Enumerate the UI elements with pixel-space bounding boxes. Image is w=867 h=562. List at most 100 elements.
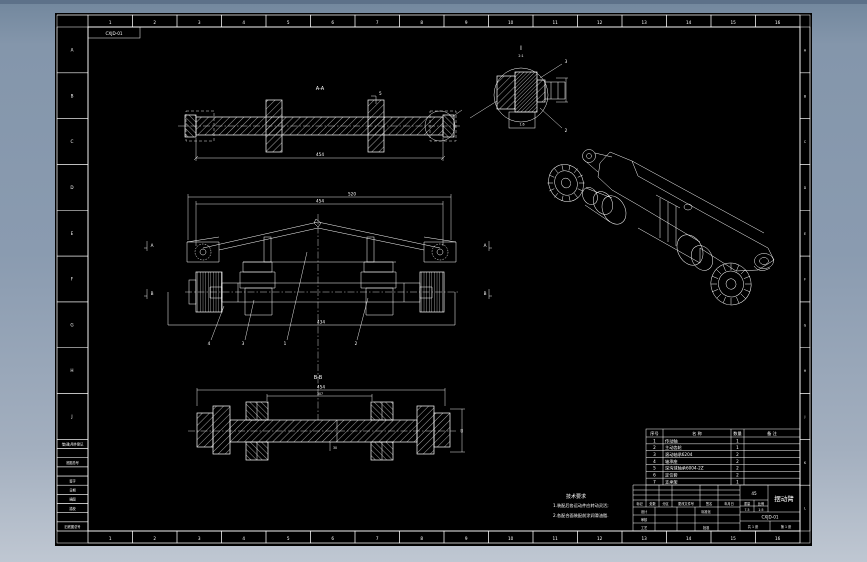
gear-tooth: [554, 193, 559, 198]
grid-col-label: 13: [642, 20, 648, 25]
grid-col-label: 13: [642, 536, 648, 541]
gear-tooth: [711, 289, 719, 293]
notes-title: 技术要求: [566, 493, 586, 500]
gear-tooth: [722, 264, 726, 272]
bom-header: 序号: [650, 430, 658, 437]
grid-col-label: 15: [731, 536, 737, 541]
technical-notes: 技术要求 1.装配后各运动件应转动灵活; 2.各配合面装配前涂润滑油脂.: [553, 493, 609, 519]
grid-row-label: B: [804, 94, 806, 98]
dim-right-b: 40: [460, 429, 464, 433]
view-section-b-b: B-B 454 307 40 30: [188, 375, 465, 461]
grid-col-label: 12: [597, 536, 603, 541]
material-value: 45: [751, 491, 757, 496]
grid-row-label: C: [71, 139, 74, 144]
grid-row-label: A: [71, 48, 74, 53]
aux-label: 借(通)用件登记: [62, 442, 84, 447]
grid-row-label: H: [804, 369, 807, 373]
section-mark-A-left: A: [151, 243, 154, 248]
rev-header: 处数: [649, 501, 656, 506]
gear-tooth: [549, 174, 555, 178]
dim-bottom: 434: [317, 320, 325, 325]
grid-row-label: E: [71, 231, 74, 236]
gear-tooth: [568, 195, 571, 202]
revision-header-row: 标记处数分区更改文件号签名年月日: [636, 485, 734, 507]
part-name: 摆动臂: [774, 494, 794, 503]
bom-cell-name: 定位套: [665, 472, 678, 479]
view-section-a-a: A-A 5 454: [178, 86, 463, 161]
bom-cell-no: 3: [653, 452, 656, 457]
sign-design: 设计: [641, 509, 648, 514]
grid-row-label: B: [71, 93, 74, 98]
balloon-3: 3: [242, 341, 245, 346]
bom-cell-name: 轴承座: [665, 458, 678, 465]
grid-col-label: 10: [508, 20, 514, 25]
bom-cell-name: 传动轴: [665, 437, 678, 444]
notes-line-1: 1.装配后各运动件应转动灵活;: [553, 502, 609, 509]
section-b-label: B-B: [314, 375, 323, 381]
drawing-number: CXJD-01: [761, 515, 778, 520]
rev-header: 签名: [706, 501, 712, 506]
grid-col-label: 14: [686, 20, 692, 25]
gear-tooth: [568, 164, 571, 171]
gear-tooth: [743, 289, 751, 293]
gear-tooth: [573, 168, 578, 173]
grid-col-label: 3: [198, 20, 201, 25]
gear-tooth: [554, 168, 559, 173]
bom-cell-qty: 1: [736, 445, 739, 450]
grid-col-label: 4: [242, 536, 245, 541]
bom-cell-name: 滚动轴承6204: [665, 451, 693, 458]
callout-5: 5: [379, 91, 382, 96]
grid-row-label: K: [804, 461, 807, 465]
section-a-label: A-A: [316, 86, 325, 92]
grid-row-label: L: [804, 507, 806, 511]
bom-cell-qty: 2: [736, 452, 739, 457]
bom-cell-name: 主动齿轮: [665, 444, 683, 451]
bom-cell-no: 4: [653, 459, 656, 464]
bom-header: 备 注: [767, 430, 778, 437]
bom-cell-qty: 2: [736, 466, 739, 471]
title-block: 标记处数分区更改文件号签名年月日 设计 审核 工艺 标准化 批准 45 重量 比…: [632, 484, 800, 532]
aux-label: 底图总号: [66, 460, 79, 465]
gear-tooth: [577, 188, 583, 192]
grid-row-label: H: [70, 368, 73, 373]
gear-tooth: [577, 174, 583, 178]
aux-label: 描图: [69, 497, 75, 502]
detail-balloon-3: 3: [565, 59, 568, 64]
view-detail-i: I 2:1 1.6 3 2: [469, 44, 568, 133]
rev-header: 年月日: [724, 501, 734, 506]
gear-tooth: [561, 195, 564, 202]
bom-cell-qty: 2: [736, 459, 739, 464]
scale-label: 比例: [758, 501, 764, 506]
gear-tooth: [711, 275, 719, 279]
aux-label: 签字: [69, 478, 75, 483]
balloon-2: 2: [355, 341, 358, 346]
rev-header: 分区: [662, 501, 669, 506]
scale-value: 1:5: [758, 508, 763, 512]
grid-row-label: G: [70, 322, 73, 327]
notes-line-2: 2.各配合面装配前涂润滑油脂.: [553, 512, 609, 519]
gear-tooth: [549, 188, 555, 192]
aux-label: 描校: [69, 506, 76, 511]
rev-header: 标记: [636, 501, 643, 506]
grid-row-label: F: [804, 278, 806, 282]
gear-tooth: [736, 264, 740, 272]
dim-inner: 454: [316, 199, 324, 204]
view-front-assembly: 520 454 434 4 3 1 2 A: [144, 192, 492, 420]
grid-col-label: 7: [376, 20, 379, 25]
grid-row-label: E: [804, 232, 806, 236]
grid-col-label: 16: [775, 536, 781, 541]
grid-col-label: 5: [287, 536, 290, 541]
grid-col-label: 14: [686, 536, 692, 541]
grid-col-label: 11: [553, 536, 559, 541]
bom-cell-qty: 1: [736, 479, 739, 484]
bom-header: 数量: [733, 430, 741, 437]
corner-label-box: [87, 26, 141, 39]
grid-row-label: G: [804, 323, 807, 327]
detail-note: 1.6: [519, 123, 524, 127]
grid-row-label: F: [71, 277, 74, 282]
